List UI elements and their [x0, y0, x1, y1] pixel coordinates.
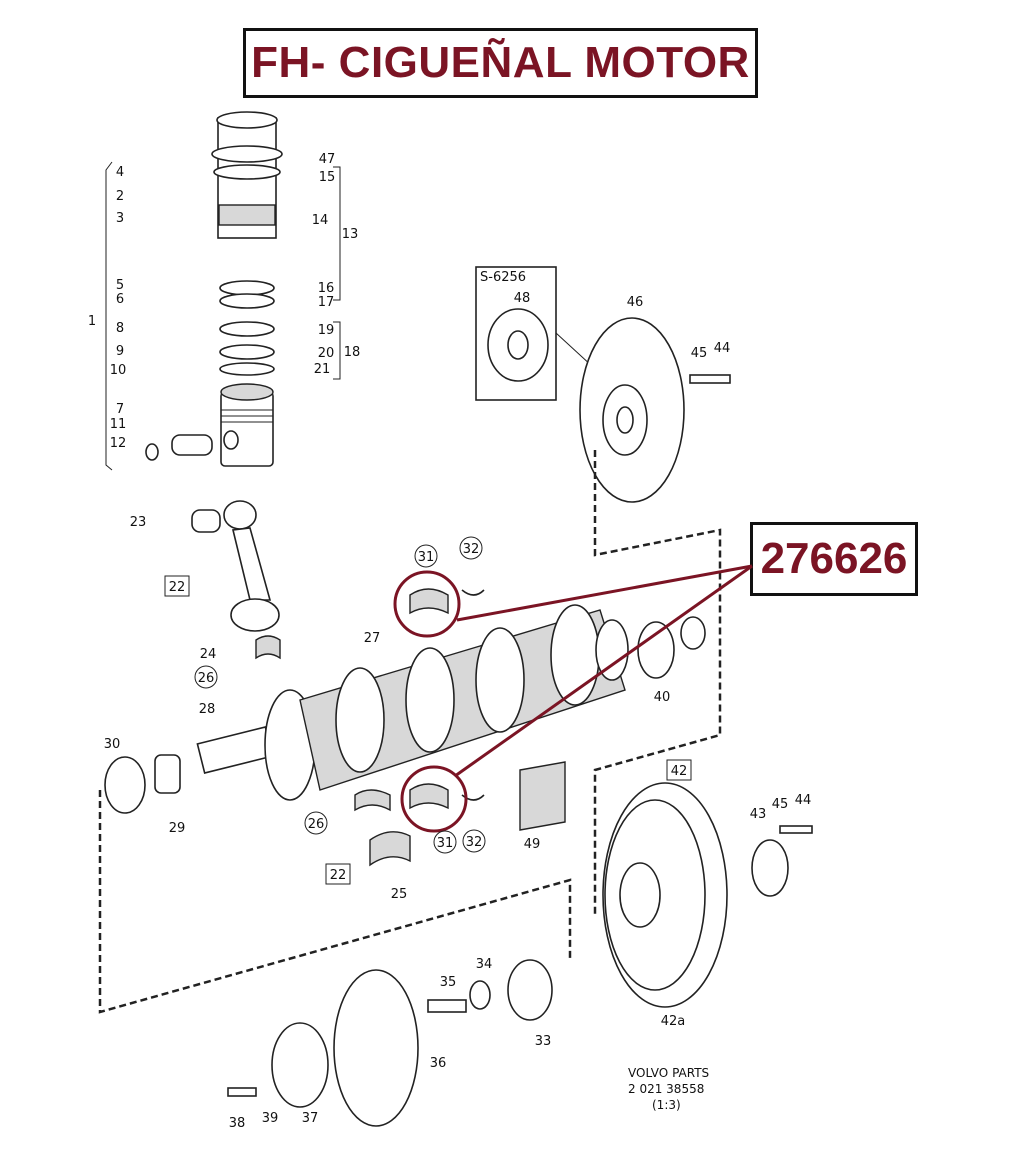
part-label-9: 9 — [116, 344, 124, 359]
part-label-1: 1 — [88, 314, 96, 329]
part-label-44: 44 — [795, 793, 812, 808]
part-label-40: 40 — [654, 690, 671, 705]
label-circle — [194, 665, 218, 689]
part-label-20: 20 — [318, 346, 335, 361]
part-label-33: 33 — [535, 1034, 552, 1049]
label-box — [325, 863, 351, 885]
label-circle — [304, 811, 328, 835]
part-label-13: 13 — [342, 227, 359, 242]
part-label-22: 22 — [169, 580, 186, 595]
part-label-4: 4 — [116, 165, 124, 180]
piston — [145, 383, 274, 467]
part-label-44: 44 — [714, 341, 731, 356]
inset-label: S-6256 — [480, 270, 526, 285]
part-label-19: 19 — [318, 323, 335, 338]
part-label-8: 8 — [116, 321, 124, 336]
part-label-11: 11 — [110, 417, 127, 432]
label-circle — [433, 830, 457, 854]
cylinder-liner — [211, 111, 283, 239]
part-label-31: 31 — [418, 550, 435, 565]
part-label-18: 18 — [344, 345, 361, 360]
part-number-callout: 276626 — [750, 522, 918, 596]
main-bearing-shells — [409, 588, 566, 831]
label-circle — [459, 536, 483, 560]
part-label-36: 36 — [430, 1056, 447, 1071]
part-label-21: 21 — [314, 362, 331, 377]
part-label-31: 31 — [437, 836, 454, 851]
connecting-rod — [191, 500, 411, 867]
part-label-28: 28 — [199, 702, 216, 717]
part-label-46: 46 — [627, 295, 644, 310]
group-brackets — [105, 161, 341, 471]
part-label-48: 48 — [514, 291, 531, 306]
part-label-22: 22 — [330, 868, 347, 883]
part-label-45: 45 — [772, 797, 789, 812]
part-label-15: 15 — [319, 170, 336, 185]
dashed-frames — [98, 450, 722, 1014]
label-circle — [414, 544, 438, 568]
part-label-3: 3 — [116, 211, 124, 226]
part-label-37: 37 — [302, 1111, 319, 1126]
part-label-35: 35 — [440, 975, 457, 990]
part-label-23: 23 — [130, 515, 147, 530]
part-label-5: 5 — [116, 278, 124, 293]
part-label-32: 32 — [466, 835, 483, 850]
bearing-highlight — [393, 564, 753, 833]
part-label-25: 25 — [391, 887, 408, 902]
part-label-34: 34 — [476, 957, 493, 972]
part-label-26: 26 — [198, 671, 215, 686]
footer-line-3: (1:3) — [652, 1098, 681, 1112]
part-label-42a: 42a — [661, 1014, 686, 1029]
label-box — [164, 575, 190, 597]
front-pulley-group — [227, 959, 553, 1127]
part-label-30: 30 — [104, 737, 121, 752]
part-label-6: 6 — [116, 292, 124, 307]
part-label-10: 10 — [110, 363, 127, 378]
title-box: FH- CIGUEÑAL MOTOR — [243, 28, 758, 98]
part-label-12: 12 — [110, 436, 127, 451]
part-label-43: 43 — [750, 807, 767, 822]
part-label-7: 7 — [116, 402, 124, 417]
footer-line-1: VOLVO PARTS — [628, 1066, 709, 1080]
flywheel — [602, 782, 813, 1008]
part-label-39: 39 — [262, 1111, 279, 1126]
piston-rings — [219, 280, 275, 376]
part-label-47: 47 — [319, 152, 336, 167]
part-label-24: 24 — [200, 647, 217, 662]
label-circle — [462, 829, 486, 853]
part-label-27: 27 — [364, 631, 381, 646]
part-label-45: 45 — [691, 346, 708, 361]
part-label-14: 14 — [312, 213, 329, 228]
inset-detail — [475, 266, 606, 401]
crankshaft — [104, 604, 706, 814]
label-box — [666, 759, 692, 781]
part-label-32: 32 — [463, 542, 480, 557]
part-label-42: 42 — [671, 764, 688, 779]
part-label-26: 26 — [308, 817, 325, 832]
part-label-2: 2 — [116, 189, 124, 204]
flexplate — [579, 317, 731, 503]
page-title: FH- CIGUEÑAL MOTOR — [251, 38, 750, 87]
footer-line-2: 2 021 38558 — [628, 1082, 704, 1096]
part-label-29: 29 — [169, 821, 186, 836]
part-label-17: 17 — [318, 295, 335, 310]
part-label-38: 38 — [229, 1116, 246, 1131]
part-label-16: 16 — [318, 281, 335, 296]
part-number: 276626 — [760, 534, 908, 583]
part-label-49: 49 — [524, 837, 541, 852]
